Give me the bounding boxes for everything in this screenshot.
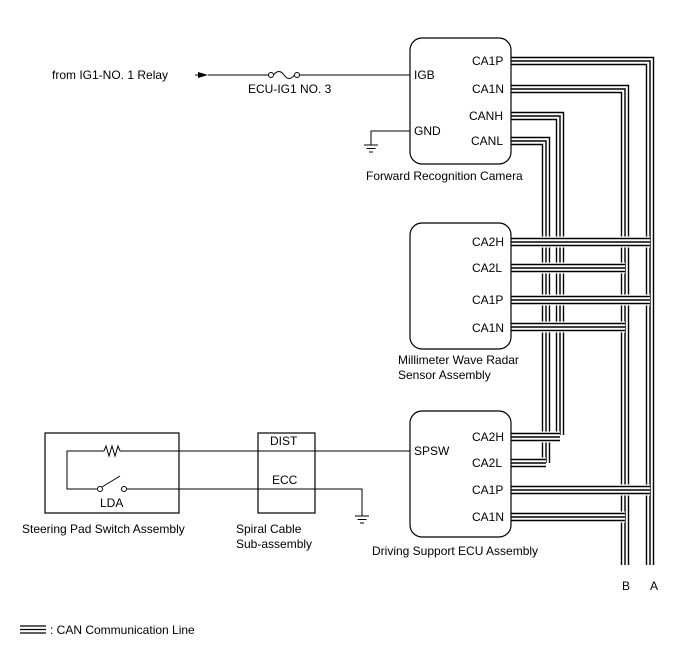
spiral-name-line1: Spiral Cable xyxy=(236,522,302,536)
radar-name-line1: Millimeter Wave Radar xyxy=(398,353,519,367)
can-ecu-ca2h xyxy=(511,431,560,443)
millimeter-wave-radar: CA2H CA2L CA1P CA1N xyxy=(409,222,512,350)
camera-name: Forward Recognition Camera xyxy=(366,169,523,183)
legend: : CAN Communication Line xyxy=(20,623,195,637)
driving-support-ecu: SPSW CA2H CA2L CA1P CA1N xyxy=(409,410,512,538)
radar-pin-ca2l: CA2L xyxy=(472,261,502,275)
legend-label: : CAN Communication Line xyxy=(50,623,195,637)
ground-icon xyxy=(364,144,378,153)
camera-pin-ca1p: CA1P xyxy=(472,54,503,68)
can-ecu-ca1n xyxy=(511,511,625,523)
radar-pin-ca1p: CA1P xyxy=(472,293,503,307)
ecu-pin-ca1n: CA1N xyxy=(472,510,504,524)
source-label: from IG1-NO. 1 Relay xyxy=(52,68,168,82)
radar-name-line2: Sensor Assembly xyxy=(398,368,491,382)
camera-ground xyxy=(364,130,410,153)
camera-pin-canl: CANL xyxy=(471,134,503,148)
can-radar-ca2l xyxy=(511,262,625,274)
can-bus-lines xyxy=(511,55,656,565)
can-radar-ca1p xyxy=(511,294,650,306)
forward-recognition-camera: IGB GND CA1P CA1N CANH CANL xyxy=(409,37,512,165)
can-camera-canh xyxy=(511,110,566,435)
ground-icon xyxy=(355,515,369,524)
radar-pin-ca2h: CA2H xyxy=(472,235,504,249)
can-camera-canl xyxy=(511,135,552,463)
switch-icon xyxy=(97,475,127,492)
bus-label-a: A xyxy=(650,579,658,593)
ecu-pin-spsw: SPSW xyxy=(414,444,450,458)
spiral-pin-ecc: ECC xyxy=(272,473,298,487)
ecu-name: Driving Support ECU Assembly xyxy=(372,544,538,558)
radar-pin-ca1n: CA1N xyxy=(472,321,504,335)
arrow-icon xyxy=(198,72,208,78)
resistor-icon xyxy=(103,444,121,458)
ecu-pin-ca1p: CA1P xyxy=(472,483,503,497)
camera-pin-ca1n: CA1N xyxy=(472,82,504,96)
power-line: from IG1-NO. 1 Relay ECU-IG1 NO. 3 xyxy=(52,68,410,96)
fuse-label: ECU-IG1 NO. 3 xyxy=(248,82,332,96)
lda-label: LDA xyxy=(100,496,123,510)
can-radar-ca1n xyxy=(511,321,625,333)
spiral-cable: DIST ECC xyxy=(257,432,316,514)
steering-pad-name: Steering Pad Switch Assembly xyxy=(22,522,185,536)
can-ecu-ca1p xyxy=(511,484,650,496)
can-camera-ca1n xyxy=(511,83,631,565)
can-ecu-ca2l xyxy=(511,457,546,469)
spiral-name-line2: Sub-assembly xyxy=(236,537,312,551)
steering-pad-switch: LDA xyxy=(44,432,180,514)
camera-pin-igb: IGB xyxy=(414,68,435,82)
camera-pin-gnd: GND xyxy=(414,124,441,138)
ecu-pin-ca2l: CA2L xyxy=(472,456,502,470)
can-radar-ca2h xyxy=(511,236,650,248)
ecu-pin-ca2h: CA2H xyxy=(472,430,504,444)
fuse-icon xyxy=(268,71,300,79)
bus-label-b: B xyxy=(622,579,630,593)
can-camera-ca1p xyxy=(511,55,656,565)
can-line-legend-icon xyxy=(20,625,46,634)
spiral-pin-dist: DIST xyxy=(270,434,298,448)
camera-pin-canh: CANH xyxy=(469,109,503,123)
